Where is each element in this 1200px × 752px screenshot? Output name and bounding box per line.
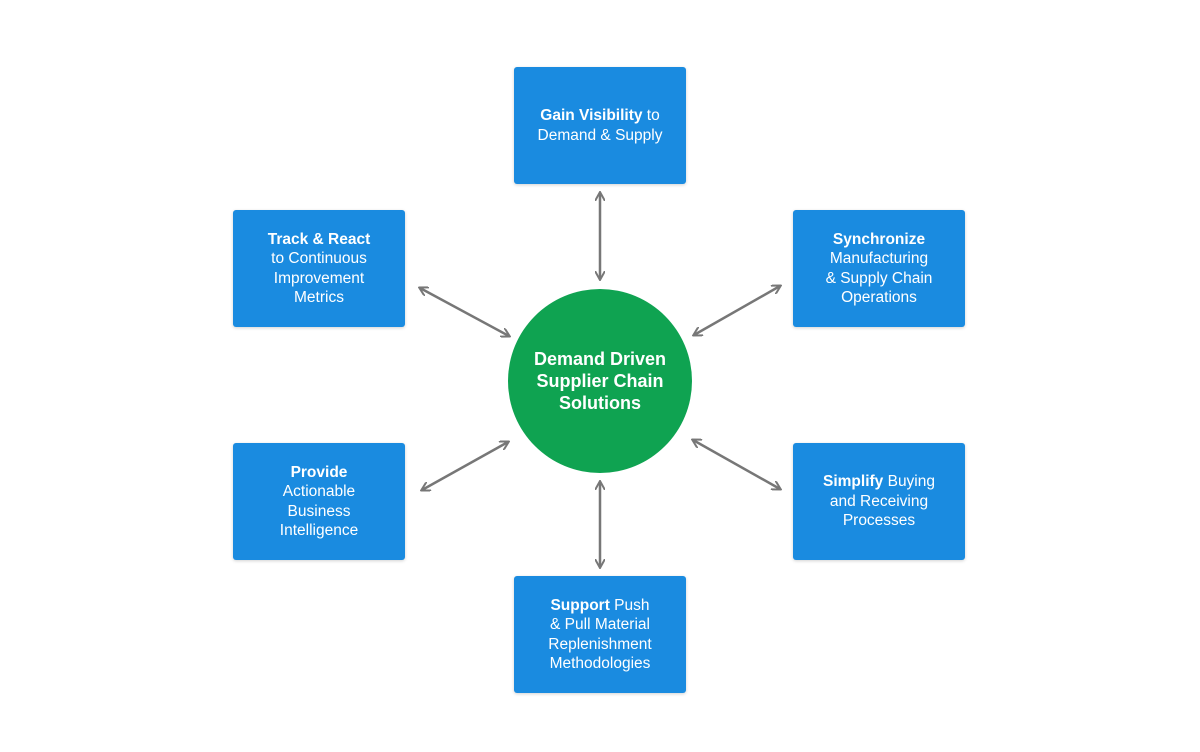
arrow-bottom-left bbox=[422, 442, 508, 490]
box-line: Replenishment bbox=[548, 635, 652, 653]
box-line: Methodologies bbox=[549, 655, 651, 672]
box-line: Intelligence bbox=[279, 522, 359, 539]
box-bold-text: Simplify bbox=[823, 473, 884, 491]
box-line: Support Push bbox=[550, 596, 649, 616]
box-bold-text: Support bbox=[550, 596, 610, 614]
hub-line-1: Demand Driven bbox=[533, 349, 667, 369]
arrow-top-right bbox=[694, 286, 780, 335]
box-line: Actionable bbox=[282, 483, 356, 500]
box-line: & Pull Material bbox=[550, 616, 650, 633]
box-track-react: Track & React to Continuous Improvement … bbox=[233, 210, 405, 327]
box-simplify: Simplify Buying and Receiving Processes bbox=[793, 443, 965, 560]
box-line: Simplify Buying bbox=[823, 472, 935, 492]
box-provide: Provide Actionable Business Intelligence bbox=[233, 443, 405, 560]
box-line: Processes bbox=[842, 512, 916, 530]
box-bold-text: Provide bbox=[290, 463, 348, 481]
hub-line-3: Solutions bbox=[559, 393, 641, 413]
box-line: Demand & Supply bbox=[537, 126, 663, 144]
box-text: Buying bbox=[883, 473, 935, 491]
box-line: Manufacturing bbox=[829, 250, 929, 267]
box-synchronize: Synchronize Manufacturing & Supply Chain… bbox=[793, 210, 965, 327]
box-line: & Supply Chain bbox=[825, 269, 933, 287]
box-line: and Receiving bbox=[829, 492, 929, 510]
box-line: Business bbox=[287, 502, 351, 520]
hub-line-2: Supplier Chain bbox=[536, 371, 664, 391]
box-bold-text: Synchronize bbox=[832, 230, 926, 248]
arrow-top-left bbox=[420, 288, 509, 336]
center-hub: Demand Driven Supplier Chain Solutions bbox=[508, 289, 692, 473]
box-line: Gain Visibility to bbox=[540, 106, 659, 126]
box-gain-visibility: Gain Visibility to Demand & Supply bbox=[514, 67, 686, 184]
box-support: Support Push & Pull Material Replenishme… bbox=[514, 576, 686, 693]
box-line: Improvement bbox=[273, 269, 365, 287]
box-line: to Continuous bbox=[271, 250, 367, 267]
box-text: to bbox=[642, 107, 660, 124]
box-bold-text: Track & React bbox=[267, 230, 371, 248]
box-text: Push bbox=[609, 596, 650, 614]
box-bold-text: Gain Visibility bbox=[540, 107, 643, 124]
box-line: Metrics bbox=[294, 289, 344, 306]
arrow-bottom-right bbox=[693, 440, 780, 489]
box-line: Operations bbox=[841, 289, 917, 306]
